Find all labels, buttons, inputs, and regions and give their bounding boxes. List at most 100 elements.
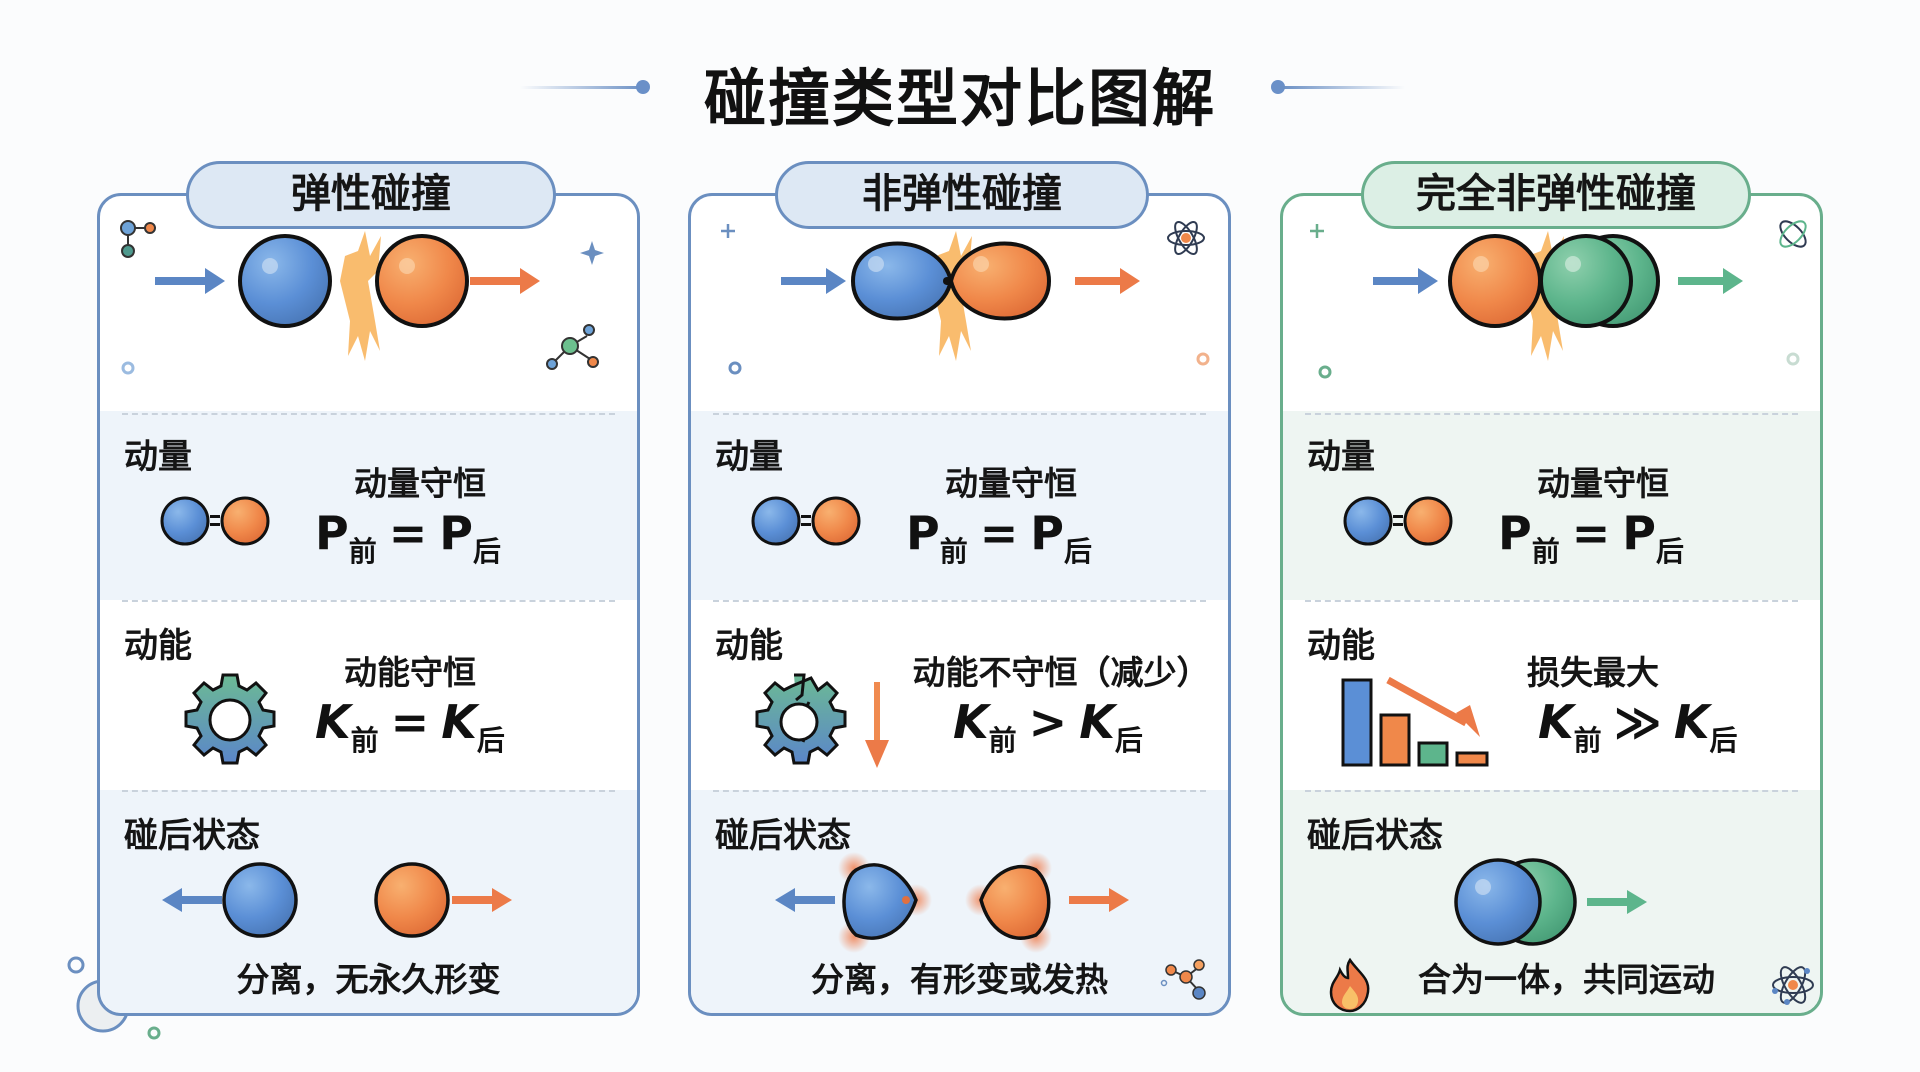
hero-section [100,196,637,411]
bar-1 [1341,678,1373,767]
orange-ball [375,234,469,328]
elastic-collision-illustration [120,220,604,375]
impact-burst [340,231,381,361]
energy-formula: K前≫K后 [1538,695,1738,757]
fire-icon [1329,957,1370,1013]
title-line-right [1280,86,1405,89]
max-loss-title: 损失最大 [1527,653,1659,692]
arrow-right-blue [781,268,846,294]
arrow-right-orange [1069,888,1129,912]
arrow-right-blue [1373,268,1438,294]
arrow-left-blue [775,888,835,912]
momentum-balls-icon [1343,496,1453,546]
small-ring-orange [1786,352,1800,366]
deformed-blue-ball [842,863,918,940]
after-collision-label: 碰后状态 [715,816,851,856]
bar-2 [1379,713,1411,767]
card-header-inelastic: 非弹性碰撞 [775,161,1149,229]
orange-ball [948,241,1052,321]
arrow-right-blue [155,268,225,294]
momentum-conservation-title: 动量守恒 [354,464,486,503]
momentum-balls-icon [160,496,270,546]
momentum-label: 动量 [715,437,783,477]
energy-label: 动能 [1307,626,1375,666]
arrow-right-green [1678,268,1743,294]
momentum-label: 动量 [124,437,192,477]
card-header-perfectly-inelastic: 完全非弹性碰撞 [1361,161,1751,229]
orange-ball [1448,234,1542,328]
after-collision-section: 碰后状态 合为一体，共同运动 [1283,790,1820,1013]
energy-section: 动能 动能不守恒（减少） K前>K后 [691,600,1228,790]
after-collision-section: 碰后状态 分离，无永久形变 [100,790,637,1013]
after-collision-label: 碰后状态 [124,816,260,856]
momentum-formula: P前=P后 [1498,506,1685,568]
energy-section: 动能 动能守恒 K前=K后 [100,600,637,790]
deformed-orange-ball [979,864,1051,940]
small-ring [121,361,135,375]
blue-ball [222,862,298,938]
energy-conservation-title: 动能守恒 [344,653,476,692]
after-collision-section: 碰后状态 分离，有形变或发热 [691,790,1228,1013]
energy-label: 动能 [715,626,783,666]
decrease-arrow [1386,676,1480,737]
bar-chart-decrease-icon [1341,676,1489,767]
after-collision-label: 碰后状态 [1307,816,1443,856]
momentum-conservation-title: 动量守恒 [1537,464,1669,503]
atom-icon [1772,966,1814,1005]
arrow-right-orange [1075,268,1140,294]
after-collision-caption: 分离，无永久形变 [236,960,501,999]
blue-ball [1454,858,1542,946]
molecule-icon-bottomright [546,324,599,370]
molecule-icon-topleft [120,220,156,258]
bar-4 [1455,751,1489,767]
green-ball-front [1539,234,1633,328]
small-ring-orange [1196,352,1210,366]
separated-balls-illustration [162,862,512,938]
momentum-balls-icon [751,496,861,546]
hero-section [691,196,1228,411]
energy-label: 动能 [124,626,192,666]
momentum-conservation-title: 动量守恒 [945,464,1077,503]
hero-section [1283,196,1820,411]
blue-ball [238,234,332,328]
momentum-section: 动量 动量守恒 P前=P后 [100,411,637,600]
blue-ball [850,241,954,321]
energy-formula: K前=K后 [315,695,505,757]
arrow-right-orange [470,268,540,294]
deformed-separated-balls-illustration [775,852,1129,953]
energy-section: 动能 损失最大 K前≫K后 [1283,600,1820,790]
molecule-icon [1160,959,1206,1000]
arrow-right-green [1587,890,1647,914]
broken-gear-icon [755,673,889,768]
momentum-formula: P前=P后 [906,506,1093,568]
atom-icon [1167,221,1205,255]
perfectly-inelastic-collision-illustration [1310,220,1807,379]
bar-3 [1417,741,1449,767]
gear-icon [184,673,276,765]
momentum-formula: P前=P后 [315,506,502,568]
momentum-section: 动量 动量守恒 P前=P后 [1283,411,1820,600]
combined-balls-illustration [1454,858,1647,946]
card-header-elastic: 弹性碰撞 [186,161,556,229]
plus-icon [1310,224,1324,238]
inelastic-collision-illustration [721,221,1210,375]
momentum-label: 动量 [1307,437,1375,477]
orange-ball [374,862,450,938]
title-dot-right [1271,80,1285,94]
sparkle-icon [580,241,604,265]
momentum-section: 动量 动量守恒 P前=P后 [691,411,1228,600]
title-area: 碰撞类型对比图解 [0,40,1920,140]
card-inelastic: 动量 动量守恒 P前=P后 动能 动能不守恒（减少） K前>K后 碰后状态 [688,161,1231,1016]
orbit-icon [1779,220,1807,248]
after-collision-caption: 分离，有形变或发热 [811,960,1108,999]
title-dot-left [636,80,650,94]
arrow-left-blue [162,888,222,912]
small-ring [1318,365,1332,379]
card-perfectly-inelastic: 动量 动量守恒 P前=P后 动能 损失最大 K前≫K后 碰后状态 [1280,161,1823,1016]
title-line-left [520,86,645,89]
page-title: 碰撞类型对比图解 [703,62,1216,135]
small-ring [728,361,742,375]
arrow-right-orange [452,888,512,912]
after-collision-caption: 合为一体，共同运动 [1418,960,1715,999]
card-elastic: 动量 动量守恒 P前=P后 动能 动能守恒 K前=K后 碰后状态 分离，无永久形… [97,161,640,1016]
